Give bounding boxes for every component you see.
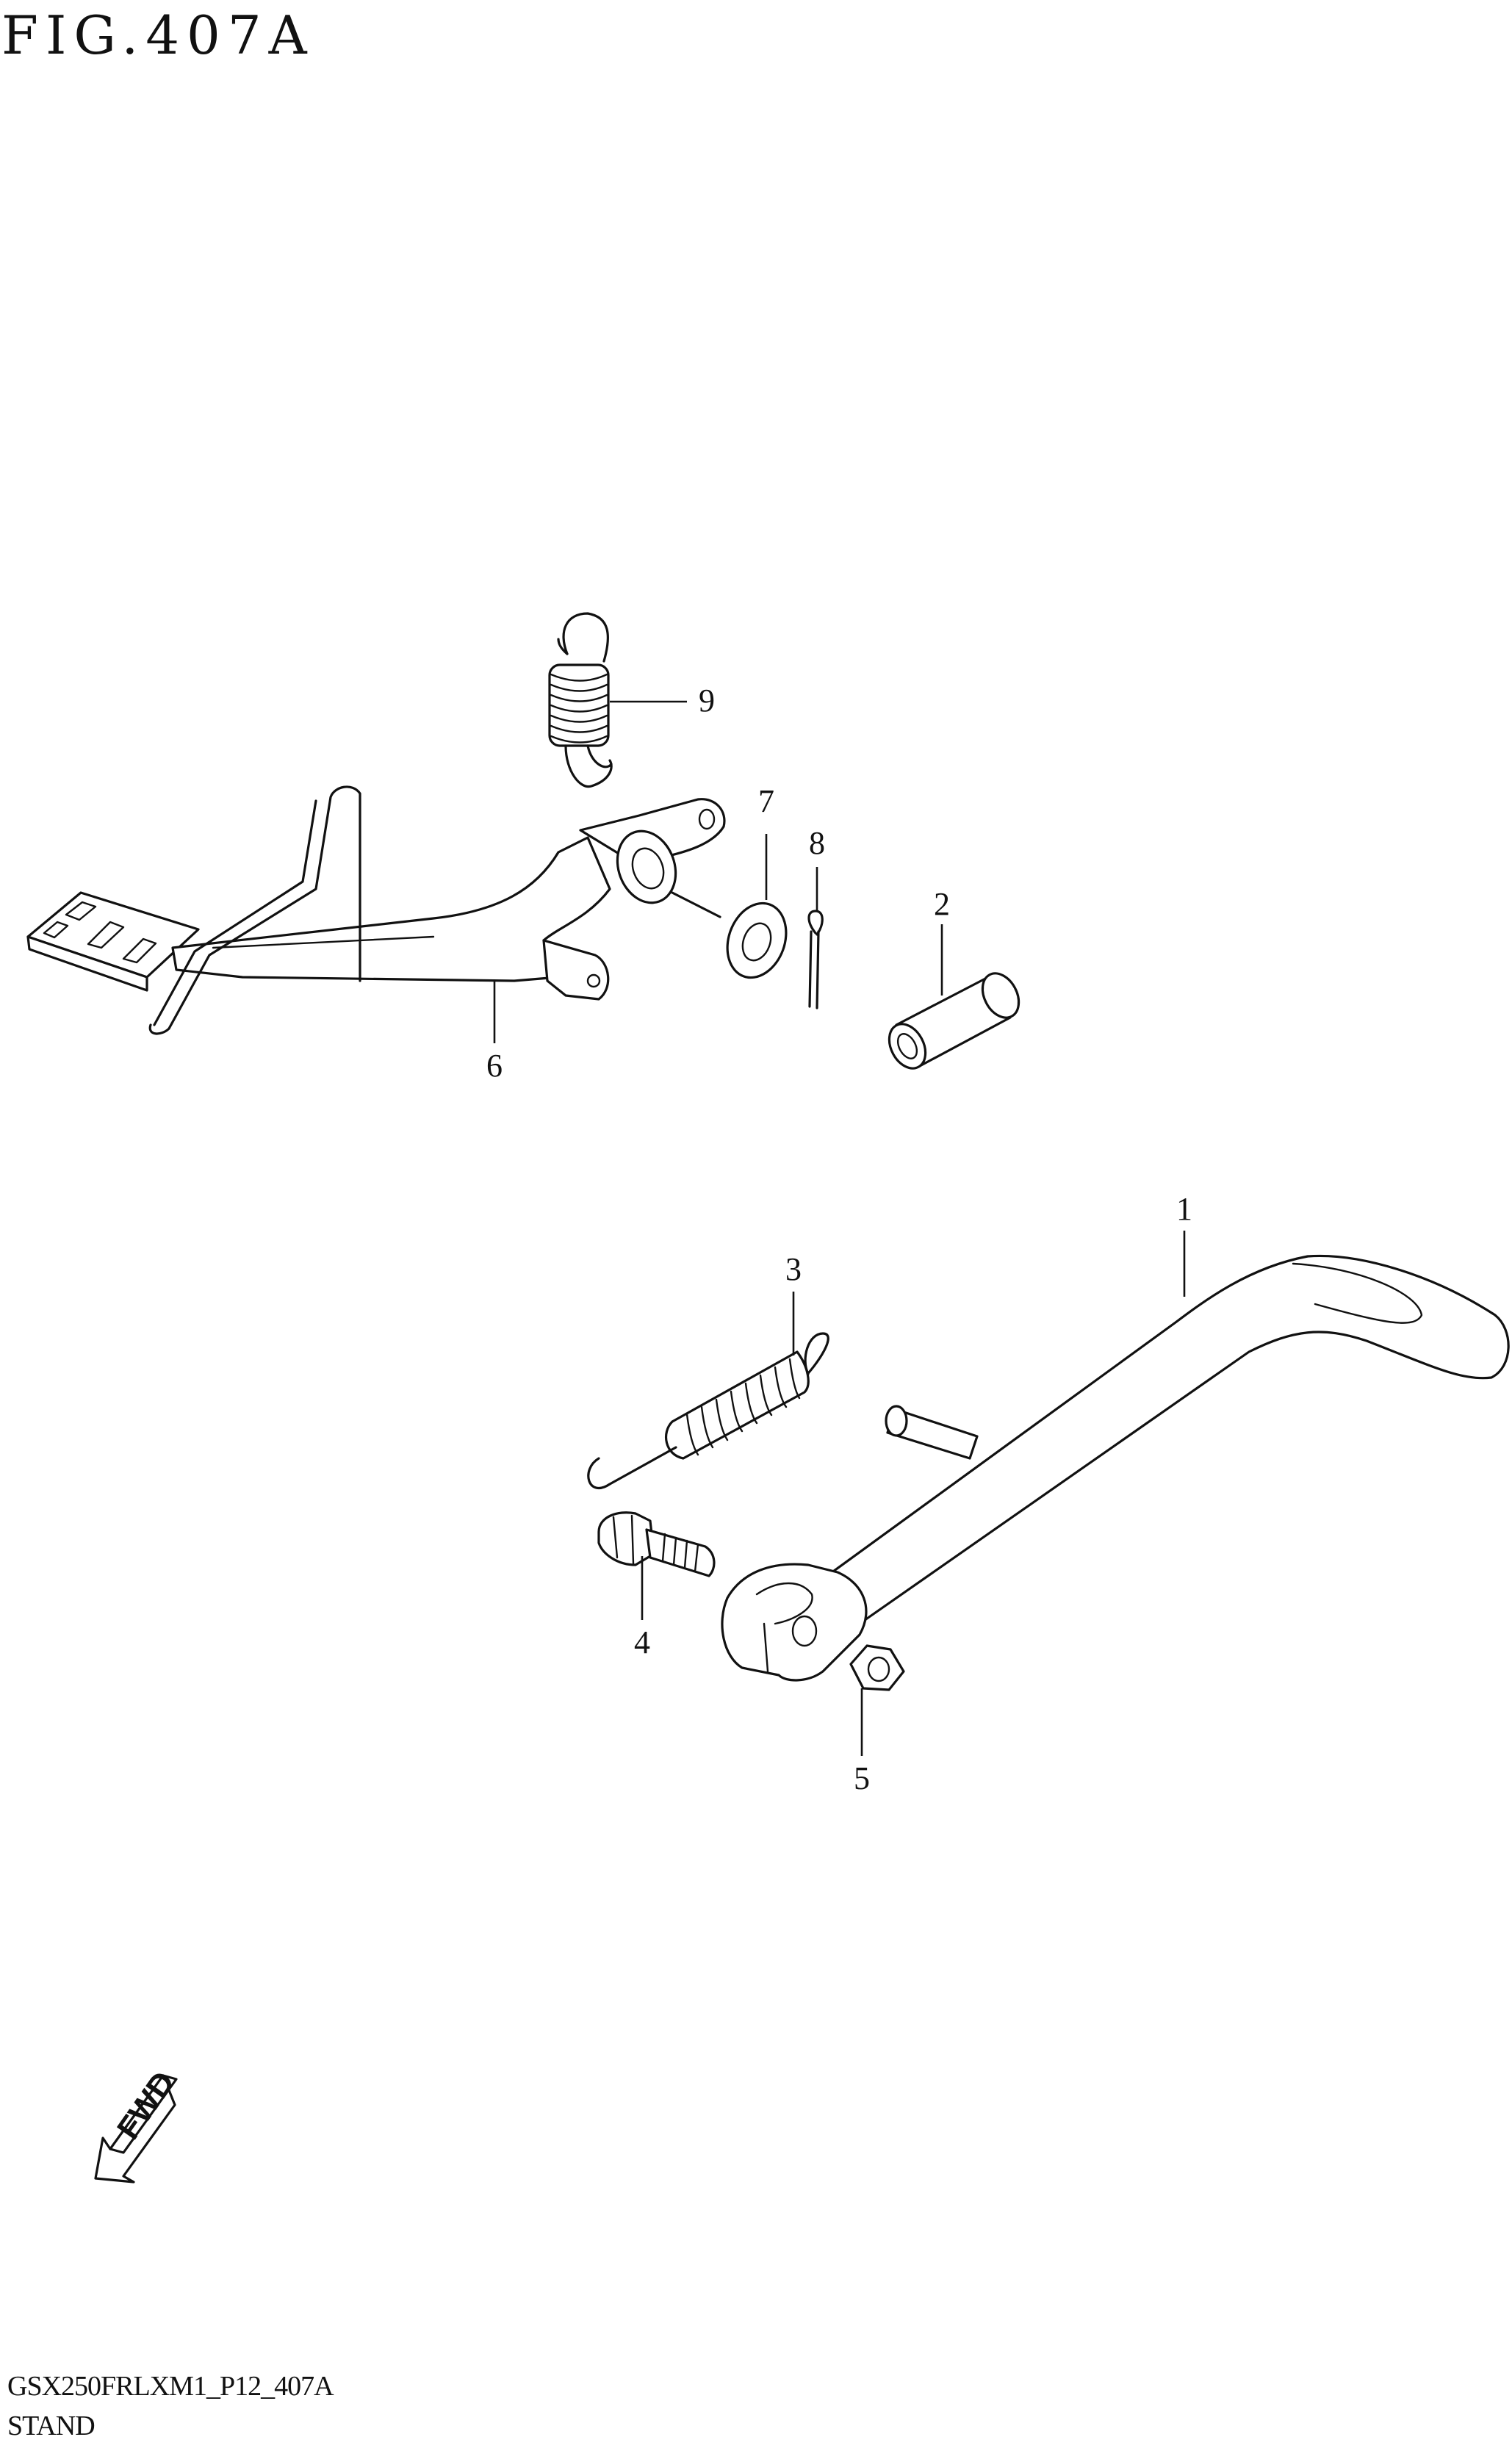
- leader-lines: [493, 700, 1186, 1756]
- part-3-spring[interactable]: [587, 1332, 829, 1490]
- callout-9: 9: [699, 683, 715, 719]
- figure-title: FIG.407A: [1, 4, 314, 66]
- part-5-nut[interactable]: [849, 1644, 905, 1691]
- part-4-bolt[interactable]: [597, 1511, 716, 1577]
- callout-5: 5: [854, 1760, 870, 1796]
- part-7-washer[interactable]: [718, 895, 796, 986]
- part-2-collar[interactable]: [882, 967, 1026, 1074]
- callout-6: 6: [486, 1048, 503, 1084]
- callout-4: 4: [634, 1624, 650, 1660]
- callout-8: 8: [809, 825, 825, 861]
- model-code: GSX250FRLXM1_P12_407A: [7, 2371, 334, 2402]
- callout-2: 2: [934, 886, 950, 922]
- part-6-bracket[interactable]: [26, 785, 726, 1035]
- part-8-cotter-pin[interactable]: [807, 910, 824, 1009]
- part-9-spring[interactable]: [548, 612, 613, 788]
- callout-7: 7: [758, 783, 774, 819]
- callout-3: 3: [785, 1251, 802, 1287]
- fwd-arrow-icon: FWD: [94, 2065, 182, 2184]
- part-1-stand[interactable]: [721, 1254, 1510, 1682]
- callout-1: 1: [1176, 1191, 1192, 1227]
- section-name: STAND: [7, 2411, 96, 2441]
